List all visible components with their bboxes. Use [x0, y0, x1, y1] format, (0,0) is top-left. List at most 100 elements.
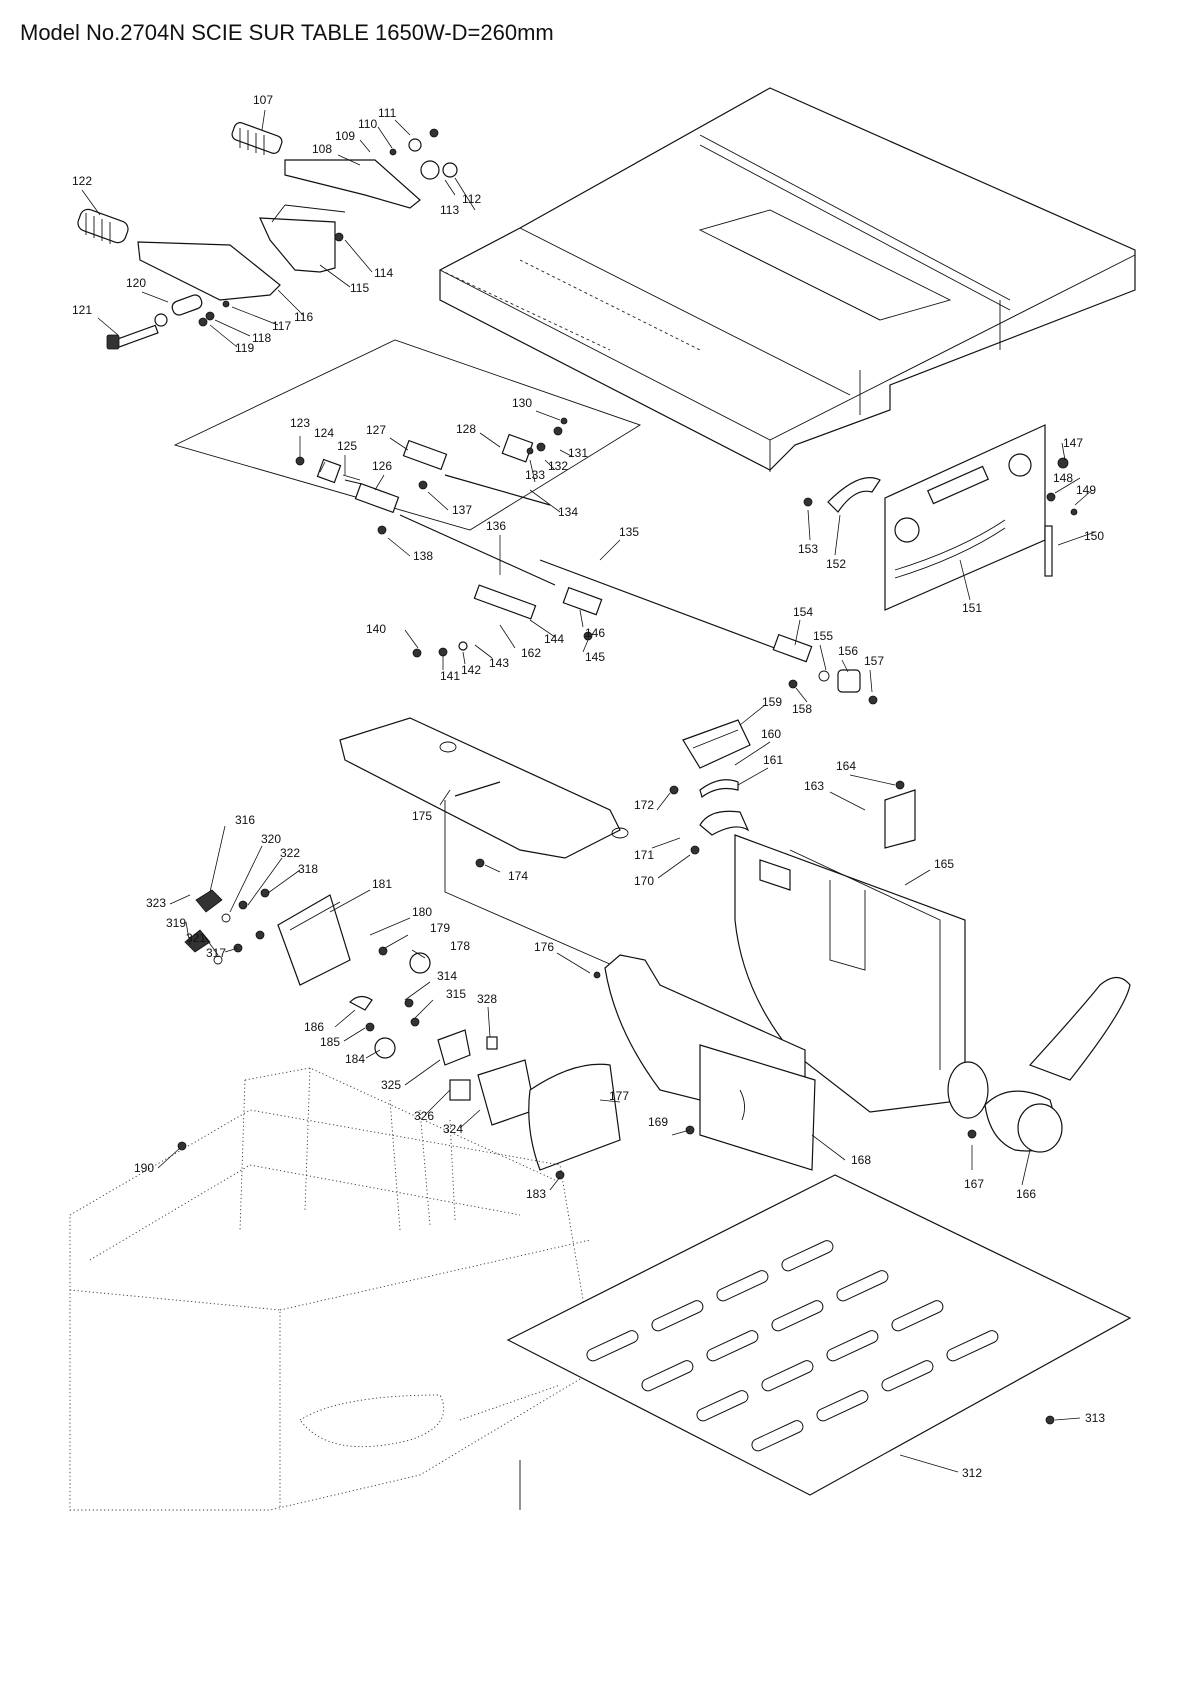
- part-label: 319: [166, 916, 186, 930]
- part-label: 180: [412, 905, 432, 919]
- part-label: 318: [298, 862, 318, 876]
- part-label: 164: [836, 759, 856, 773]
- part-label: 135: [619, 525, 639, 539]
- part-label: 183: [526, 1187, 546, 1201]
- part-label: 169: [648, 1115, 668, 1129]
- part-label: 114: [374, 266, 393, 280]
- part-label: 179: [430, 921, 450, 935]
- part-label: 144: [544, 632, 564, 646]
- part-label: 126: [372, 459, 392, 473]
- part-label: 316: [235, 813, 255, 827]
- part-label: 157: [864, 654, 884, 668]
- part-label: 122: [72, 174, 92, 188]
- part-label: 177: [609, 1089, 629, 1103]
- part-label: 170: [634, 874, 654, 888]
- part-label: 138: [413, 549, 433, 563]
- part-label: 168: [851, 1153, 871, 1167]
- part-label: 161: [763, 753, 783, 767]
- part-label: 130: [512, 396, 532, 410]
- part-label: 166: [1016, 1187, 1036, 1201]
- part-label: 132: [548, 459, 568, 473]
- part-label: 314: [437, 969, 457, 983]
- rail-assembly: [173, 339, 878, 705]
- part-label: 174: [508, 869, 528, 883]
- part-label: 145: [585, 650, 605, 664]
- part-label: 151: [962, 601, 982, 615]
- part-label: 113: [440, 203, 459, 217]
- part-label: 155: [813, 629, 833, 643]
- part-label: 175: [412, 809, 432, 823]
- part-label: 321: [186, 931, 206, 945]
- part-label: 127: [366, 423, 386, 437]
- part-label: 154: [793, 605, 813, 619]
- part-label: 313: [1085, 1411, 1105, 1425]
- part-label: 323: [146, 896, 166, 910]
- part-label: 118: [252, 331, 271, 345]
- part-label: 115: [350, 281, 369, 295]
- bottom-plate: [506, 1174, 1132, 1496]
- part-label: 158: [792, 702, 812, 716]
- insert-plate: [339, 717, 629, 966]
- part-label: 186: [304, 1020, 324, 1034]
- plate-slots: [586, 1240, 999, 1452]
- part-label: 128: [456, 422, 476, 436]
- part-label: 184: [345, 1052, 365, 1066]
- part-label: 147: [1063, 436, 1083, 450]
- part-label: 120: [126, 276, 146, 290]
- part-label: 137: [452, 503, 472, 517]
- part-label: 117: [272, 319, 291, 333]
- handle-assembly: [77, 122, 458, 350]
- part-label: 142: [461, 663, 481, 677]
- part-label: 176: [534, 940, 554, 954]
- part-label: 133: [525, 468, 545, 482]
- dust-port: [967, 976, 1131, 1153]
- part-label: 159: [762, 695, 782, 709]
- part-label: 148: [1053, 471, 1073, 485]
- part-label: 141: [440, 669, 460, 683]
- part-label: 150: [1084, 529, 1104, 543]
- part-label: 172: [634, 798, 654, 812]
- part-label: 171: [634, 848, 654, 862]
- part-label: 146: [585, 626, 605, 640]
- part-label: 152: [826, 557, 846, 571]
- part-label: 328: [477, 992, 497, 1006]
- switch-assembly: [177, 888, 621, 1180]
- part-label: 181: [372, 877, 392, 891]
- part-label: 107: [253, 93, 273, 107]
- part-label: 140: [366, 622, 386, 636]
- part-label: 136: [486, 519, 506, 533]
- part-label: 143: [489, 656, 509, 670]
- part-label: 134: [558, 505, 578, 519]
- part-label: 111: [378, 106, 397, 120]
- leader-lines: [81, 109, 1096, 1473]
- part-label: 162: [521, 646, 541, 660]
- trunnion-brackets: [669, 719, 905, 855]
- part-labels: 107 111 110 109 108 112 113 122 114 115 …: [72, 93, 1105, 1480]
- motor-frame: [734, 789, 989, 1119]
- part-label: 322: [280, 846, 300, 860]
- part-label: 108: [312, 142, 332, 156]
- part-label: 153: [798, 542, 818, 556]
- part-label: 320: [261, 832, 281, 846]
- part-label: 185: [320, 1035, 340, 1049]
- side-covers: [593, 954, 816, 1171]
- part-label: 326: [414, 1109, 434, 1123]
- base-outline: [69, 1067, 596, 1511]
- part-label: 325: [381, 1078, 401, 1092]
- part-label: 109: [335, 129, 355, 143]
- part-label: 121: [72, 303, 92, 317]
- table-top: [439, 87, 1136, 472]
- part-label: 163: [804, 779, 824, 793]
- part-label: 190: [134, 1161, 154, 1175]
- part-label: 131: [568, 446, 588, 460]
- part-label: 124: [314, 426, 334, 440]
- part-label: 315: [446, 987, 466, 1001]
- part-label: 110: [358, 117, 377, 131]
- part-label: 112: [462, 192, 481, 206]
- part-label: 312: [962, 1466, 982, 1480]
- tilt-plate: [803, 424, 1078, 611]
- part-label: 156: [838, 644, 858, 658]
- part-label: 149: [1076, 483, 1096, 497]
- part-label: 167: [964, 1177, 984, 1191]
